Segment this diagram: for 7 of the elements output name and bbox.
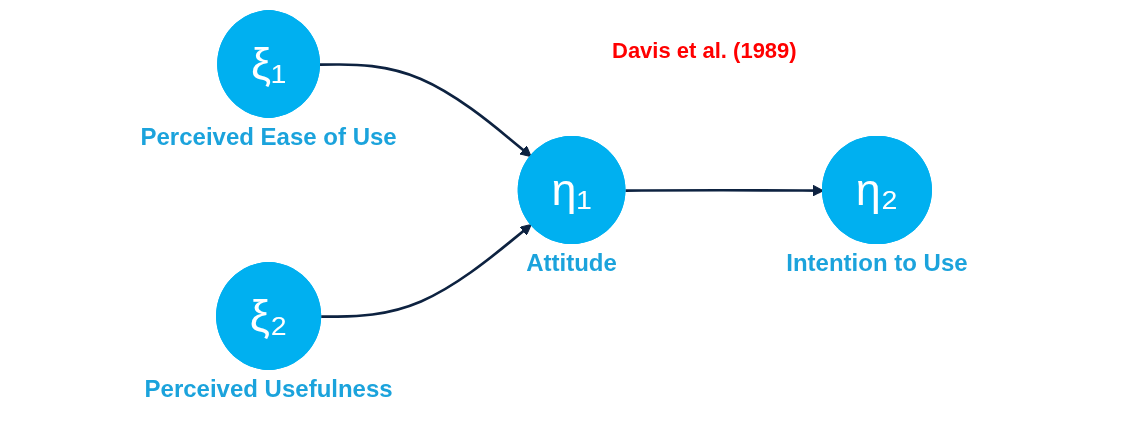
arrow: [320, 63, 532, 158]
node-caption: Perceived Usefulness: [144, 375, 393, 404]
node-caption: Perceived Ease of Use: [140, 123, 397, 152]
arrow: [321, 224, 532, 318]
citation-note: Davis et al. (1989): [612, 38, 797, 64]
node-caption: Attitude: [526, 249, 617, 278]
node-caption: Intention to Use: [786, 249, 968, 278]
